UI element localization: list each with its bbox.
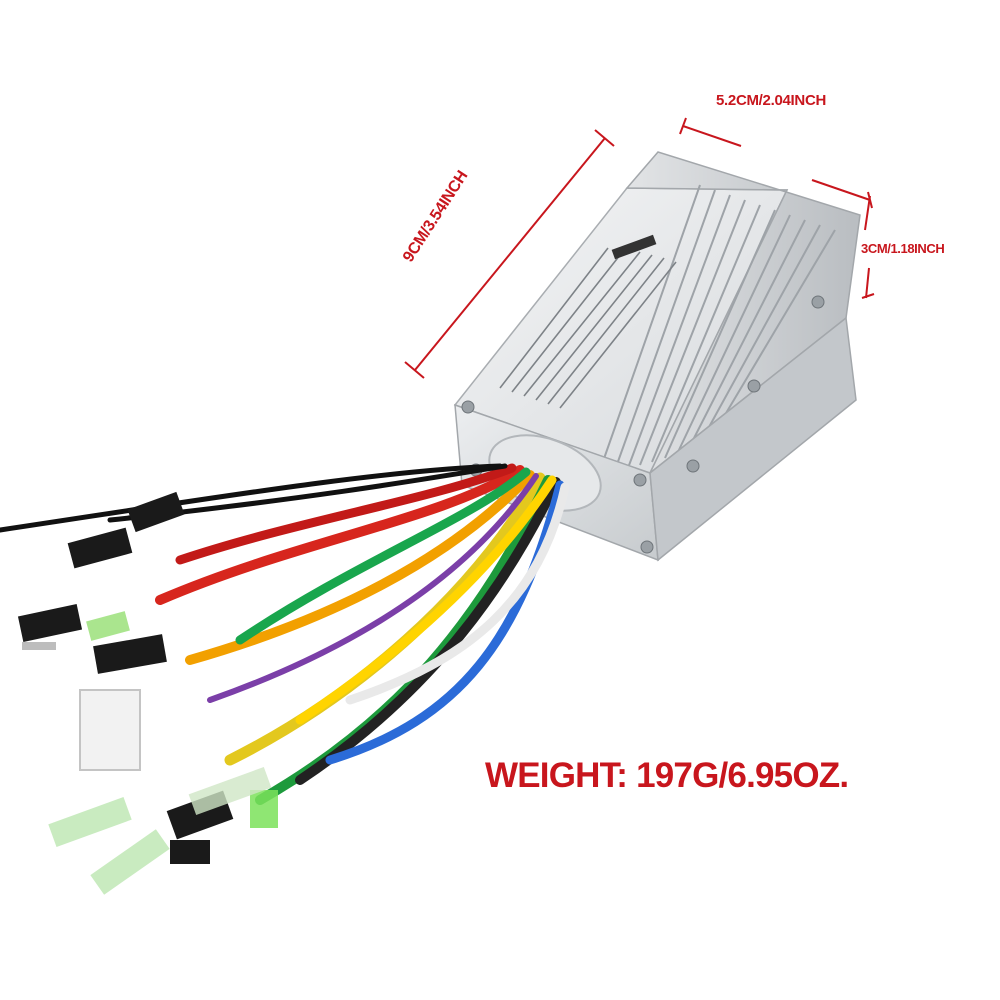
product-label — [499, 247, 677, 409]
housing-end-cap-side — [649, 316, 857, 562]
wire-bundle — [0, 463, 570, 805]
height-dimension-label: 3CM/1.18INCH — [861, 241, 945, 256]
weight-label: WEIGHT: 197G/6.95OZ. — [485, 756, 849, 795]
heat-sink-fins — [599, 184, 836, 471]
length-dimension-line — [414, 137, 606, 371]
width-dimension-line — [682, 125, 742, 147]
dimension-lines — [404, 117, 875, 379]
height-dimension-line — [864, 195, 871, 231]
connectors — [17, 491, 278, 895]
barcode — [611, 234, 657, 260]
width-dimension-label: 5.2CM/2.04INCH — [716, 92, 827, 109]
screws — [461, 295, 825, 554]
controller-housing — [453, 151, 861, 562]
